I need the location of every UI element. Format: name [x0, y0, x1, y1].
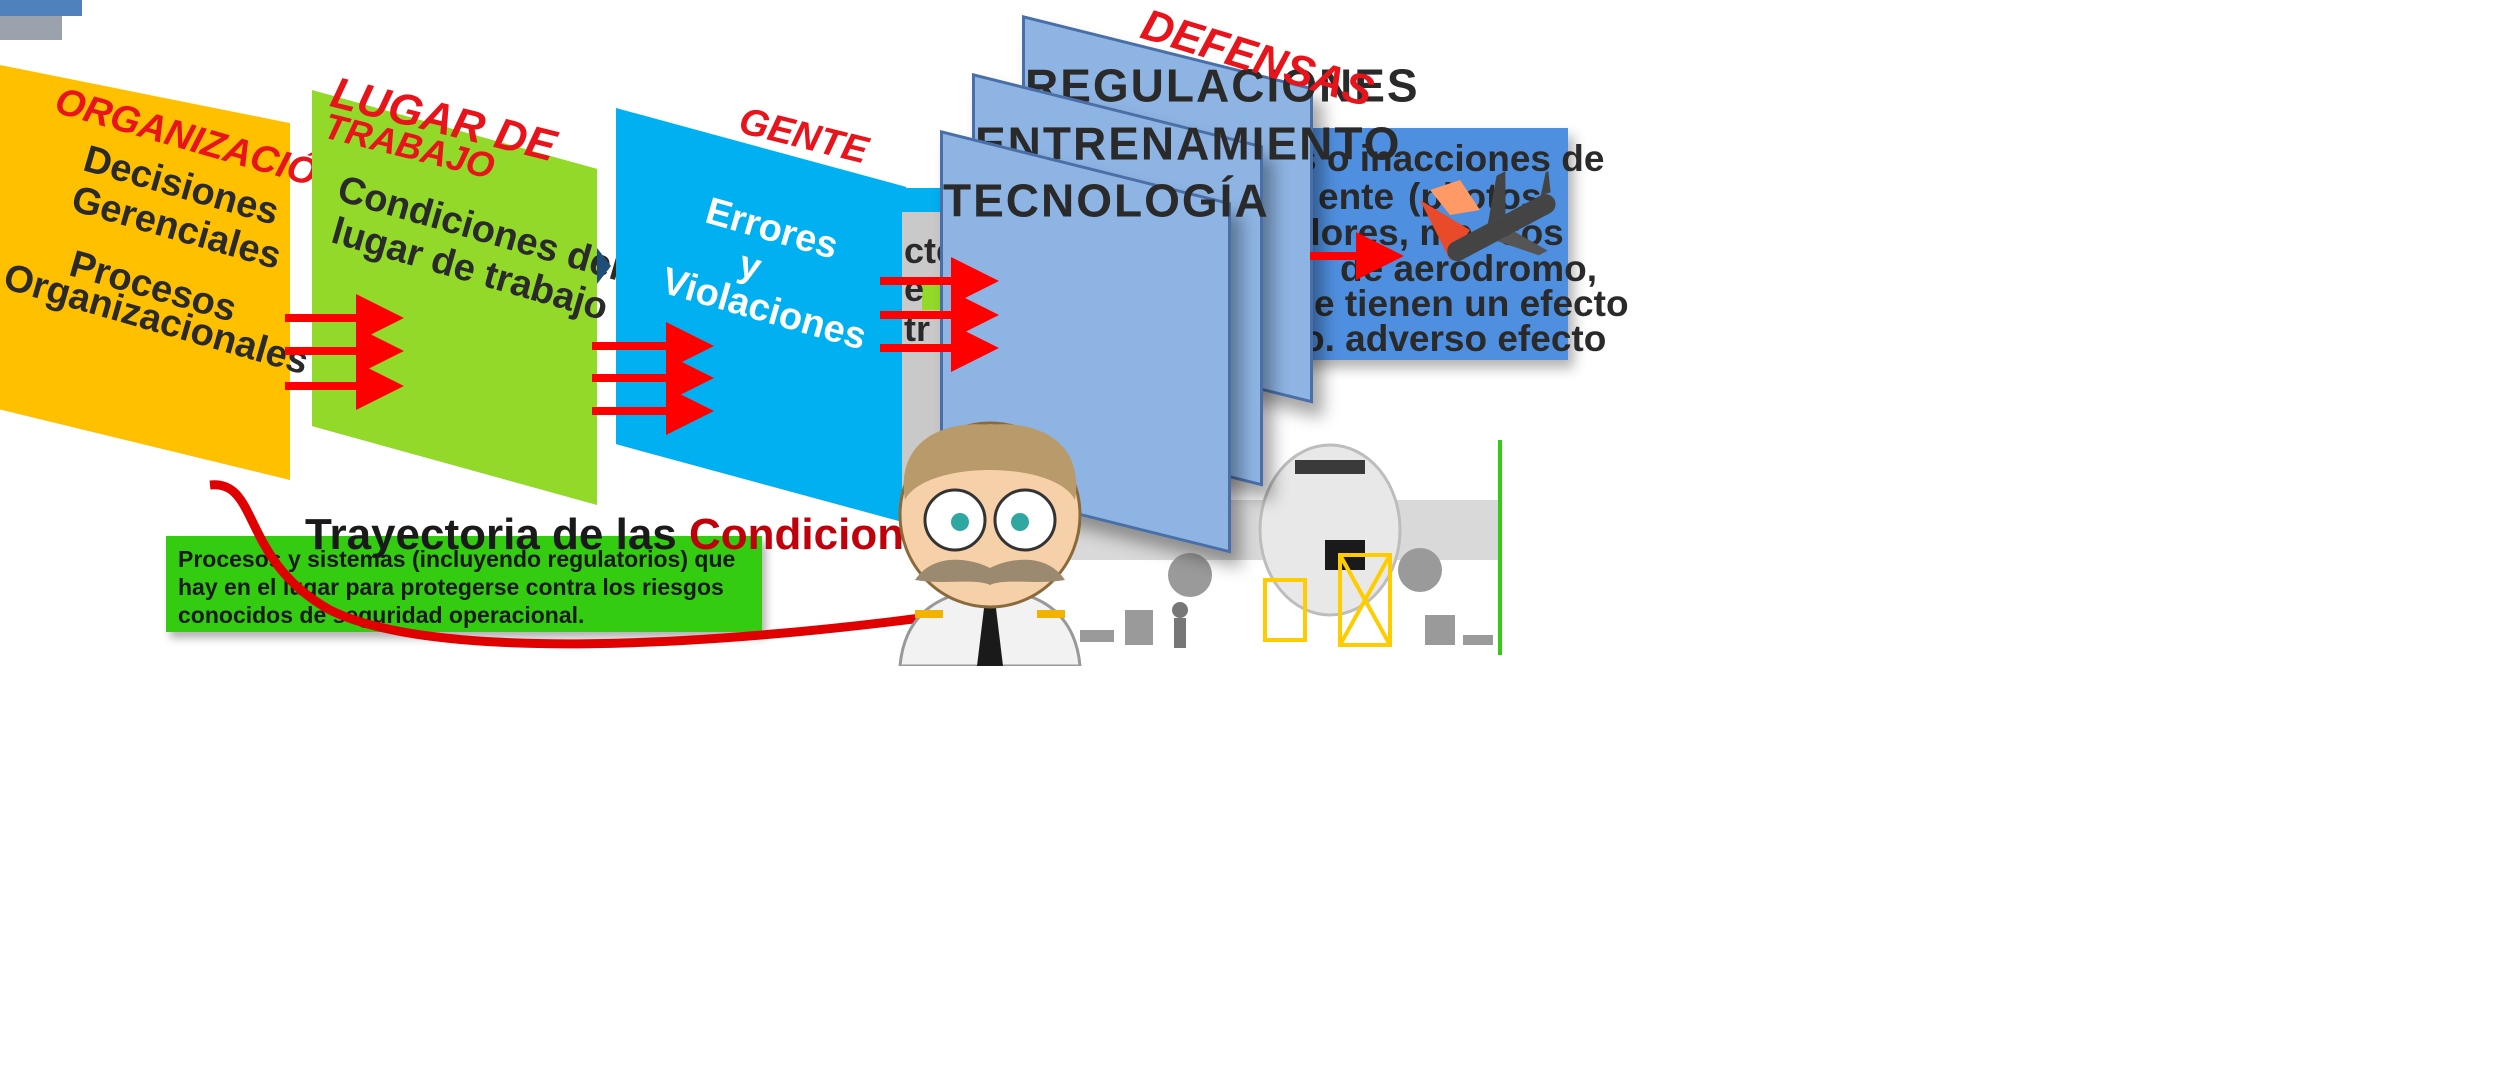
trajectory-title-prefix: Trayectoria de las: [305, 510, 689, 559]
pilot-mustache: [915, 559, 1065, 585]
right-text-8: o. adverso efecto: [1302, 318, 1607, 359]
corner-decoration-blue: [0, 0, 82, 16]
organizacion-panel: [0, 65, 290, 480]
engine-right-icon: [1398, 548, 1442, 592]
pilot-character: [898, 421, 1082, 666]
ground-worker-icon: [1172, 602, 1188, 618]
right-text-1: s o inacciones de: [1296, 138, 1605, 179]
connector-triangle: [597, 248, 611, 284]
green-box-line-2: hay en el lugar para protegerse contra l…: [178, 574, 724, 600]
gente-panel: [616, 108, 906, 523]
right-text-2: ente: [1318, 176, 1395, 217]
crash-airplane-icon: [1420, 171, 1556, 262]
right-text-7: e tienen un efecto: [1314, 283, 1629, 324]
airplane-fuselage: [1258, 443, 1402, 617]
engine-left-icon: [1168, 553, 1212, 597]
